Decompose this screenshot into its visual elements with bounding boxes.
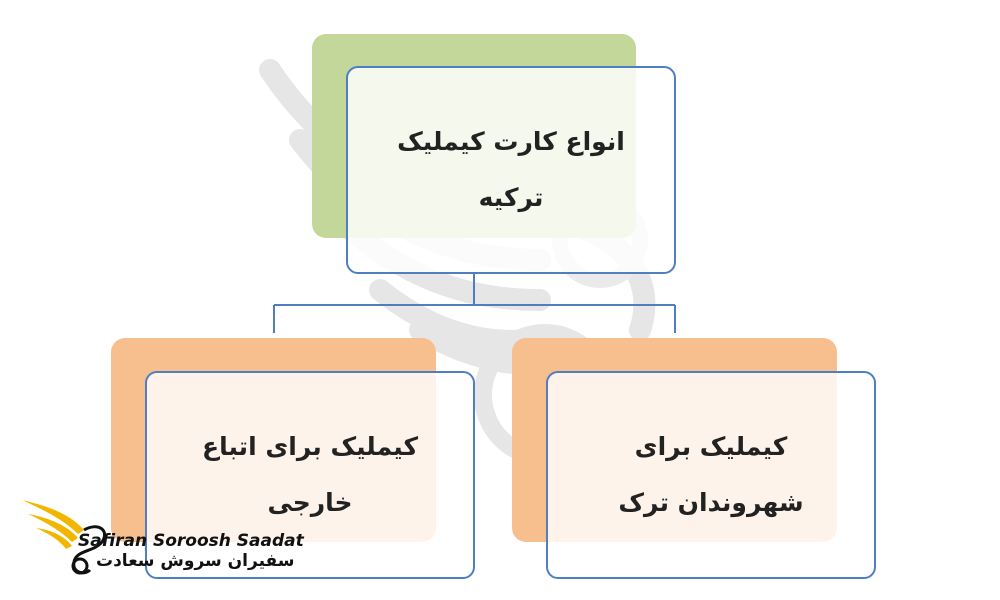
phoenix-logo-icon bbox=[22, 500, 107, 575]
child-node-foreign-nationals: کیملیک برای اتباع خارجی bbox=[145, 371, 475, 579]
child-node-turkish-citizens: کیملیک برای شهروندان ترک bbox=[546, 371, 876, 579]
logo-name-english: Safiran Soroosh Saadat bbox=[78, 531, 304, 551]
child-node-label: کیملیک برای اتباع خارجی bbox=[202, 432, 418, 517]
root-node: انواع کارت کیملیک ترکیه bbox=[346, 66, 676, 274]
root-node-label: انواع کارت کیملیک ترکیه bbox=[397, 127, 625, 212]
child-node-label: کیملیک برای شهروندان ترک bbox=[618, 432, 804, 517]
logo-name-persian: سفیران سروش سعادت bbox=[96, 551, 295, 571]
